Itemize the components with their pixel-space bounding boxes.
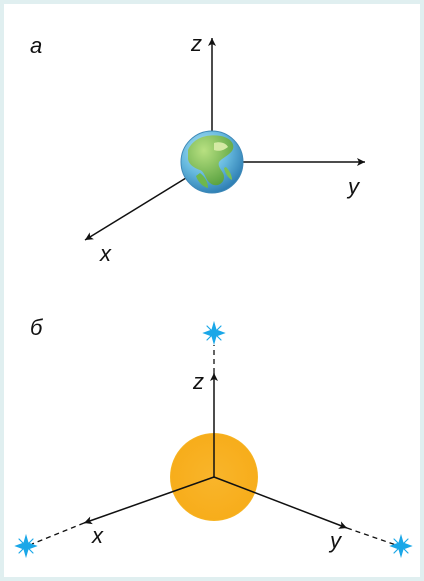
star-icon [16, 536, 36, 556]
y-axis-extension-b [347, 528, 396, 545]
y-axis-label-a: y [346, 174, 361, 199]
x-axis-extension-b [32, 523, 84, 544]
z-axis-label-a: z [190, 31, 202, 56]
panel-b-label: б [30, 315, 44, 340]
star-icon [391, 536, 411, 556]
y-axis-label-b: y [328, 528, 343, 553]
panel-a-label: а [30, 33, 42, 58]
x-axis-label-b: x [91, 523, 104, 548]
panel-b: б z y x [16, 315, 411, 556]
star-icon [204, 323, 224, 343]
panel-a: а z y x [30, 31, 365, 266]
x-axis-label-a: x [99, 241, 112, 266]
earth-globe-icon [181, 131, 243, 193]
z-axis-label-b: z [192, 369, 204, 394]
